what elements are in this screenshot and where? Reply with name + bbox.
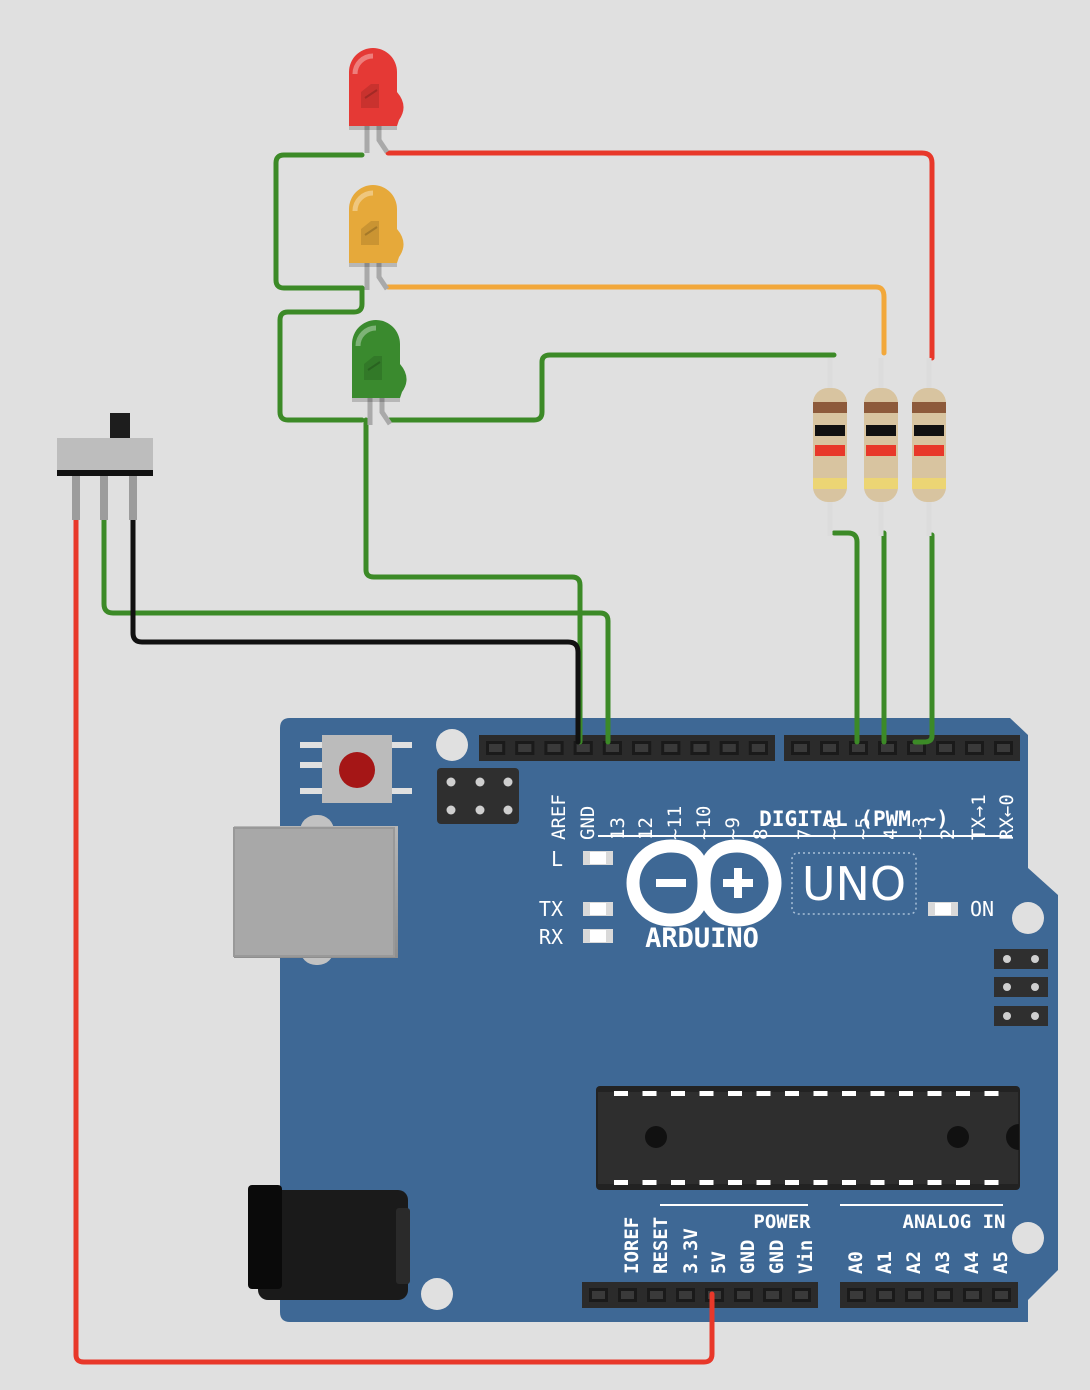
red-led[interactable] (349, 48, 404, 154)
analog-pin-label: A0 (845, 1251, 867, 1274)
pin-label: ~11 (664, 806, 686, 840)
power-pin-label: RESET (650, 1217, 672, 1274)
pin-label: 2 (937, 829, 959, 840)
switch-lever[interactable] (110, 413, 130, 443)
power-jack (248, 1185, 410, 1300)
pin-label: ~5 (852, 817, 874, 840)
digital-header-left (479, 735, 775, 761)
reset-button[interactable] (300, 735, 412, 803)
pin-label: 13 (607, 817, 629, 840)
mounting-hole (421, 1278, 453, 1310)
wire-switch-to-5v[interactable] (73, 515, 715, 1365)
uno-badge (791, 852, 917, 915)
power-pin-label: GND (737, 1240, 759, 1274)
brand-label: ARDUINO (645, 923, 759, 954)
power-header (582, 1282, 818, 1308)
mounting-hole (1012, 902, 1044, 934)
wire-red-led-resistor[interactable] (385, 150, 935, 361)
icsp-header (437, 768, 519, 824)
pin-label: ~10 (693, 806, 715, 840)
l-led-label: L (551, 847, 563, 871)
pin-label: ~9 (722, 817, 744, 840)
usb-connector (233, 815, 398, 965)
pin-label: 8 (750, 829, 772, 840)
analog-pin-label: A3 (932, 1251, 954, 1274)
wire-yellow-cathode[interactable] (277, 285, 365, 423)
digital-pin-labels: AREF GND 13 12 ~11 ~10 ~9 8 7 ~6 ~5 4 ~3 2 TX→1 RX←0 (548, 794, 1018, 840)
microcontroller-chip (596, 1086, 1020, 1190)
pin-label: 12 (635, 817, 657, 840)
wire-resistor1-to-pin5[interactable] (831, 530, 860, 745)
analog-pin-label: A4 (961, 1251, 983, 1274)
wire-switch-to-gnd[interactable] (130, 515, 581, 745)
digital-header-right (784, 735, 1020, 761)
wires (73, 150, 935, 1365)
power-pin-label: 5V (708, 1251, 730, 1274)
power-pin-label: IOREF (621, 1217, 643, 1274)
power-title: POWER (753, 1211, 811, 1233)
mounting-hole (436, 729, 468, 761)
icsp-header-2 (994, 949, 1048, 1026)
power-pin-label: GND (766, 1240, 788, 1274)
resistor-1[interactable] (813, 358, 847, 536)
yellow-led[interactable] (349, 185, 404, 291)
board-name-label: UNO (802, 857, 906, 911)
analog-pin-label: A1 (874, 1251, 896, 1274)
pin-label: ~3 (909, 817, 931, 840)
pin-label: 7 (794, 829, 816, 840)
digital-pwm-label: DIGITAL (PWM ~) (759, 807, 949, 831)
power-pin-label: 3.3V (680, 1228, 702, 1274)
arduino-logo: ARDUINO (626, 839, 782, 954)
onboard-leds: L TX RX ON (539, 847, 994, 949)
pin-label: RX←0 (996, 794, 1018, 840)
pin-label: ~6 (823, 817, 845, 840)
arduino-uno-board[interactable]: AREF GND 13 12 ~11 ~10 ~9 8 7 ~6 ~5 4 ~3 2 TX→1 RX←0 DI… (233, 718, 1058, 1322)
tx-led-label: TX (539, 897, 563, 921)
wire-red-cathode[interactable] (273, 152, 365, 291)
analog-header (840, 1282, 1018, 1308)
on-led-label: ON (970, 897, 994, 921)
wire-green-led-resistor[interactable] (387, 352, 837, 423)
pin-label: TX→1 (968, 794, 990, 840)
resistor-2[interactable] (864, 358, 898, 536)
wire-yellow-led-resistor[interactable] (385, 284, 887, 356)
analog-title: ANALOG IN (903, 1211, 1006, 1233)
pin-label: GND (577, 806, 599, 840)
rx-led-label: RX (539, 925, 563, 949)
green-led[interactable] (352, 320, 407, 426)
resistor-3[interactable] (912, 358, 946, 536)
wire-leds-to-gnd[interactable] (363, 417, 583, 745)
analog-pin-label: A2 (903, 1251, 925, 1274)
power-pin-label: Vin (795, 1240, 817, 1274)
wire-resistor3-to-pin3[interactable] (912, 532, 935, 745)
power-pin-labels: IOREF RESET 3.3V 5V GND GND Vin (621, 1217, 817, 1274)
analog-pin-label: A5 (990, 1251, 1012, 1274)
mounting-hole (1012, 1222, 1044, 1254)
pin-label: AREF (548, 794, 570, 840)
slide-switch[interactable] (57, 413, 153, 520)
resistors (813, 358, 946, 536)
pin-label: 4 (880, 829, 902, 840)
wire-switch-to-pin13[interactable] (101, 515, 611, 745)
analog-pin-labels: A0 A1 A2 A3 A4 A5 (845, 1251, 1012, 1274)
